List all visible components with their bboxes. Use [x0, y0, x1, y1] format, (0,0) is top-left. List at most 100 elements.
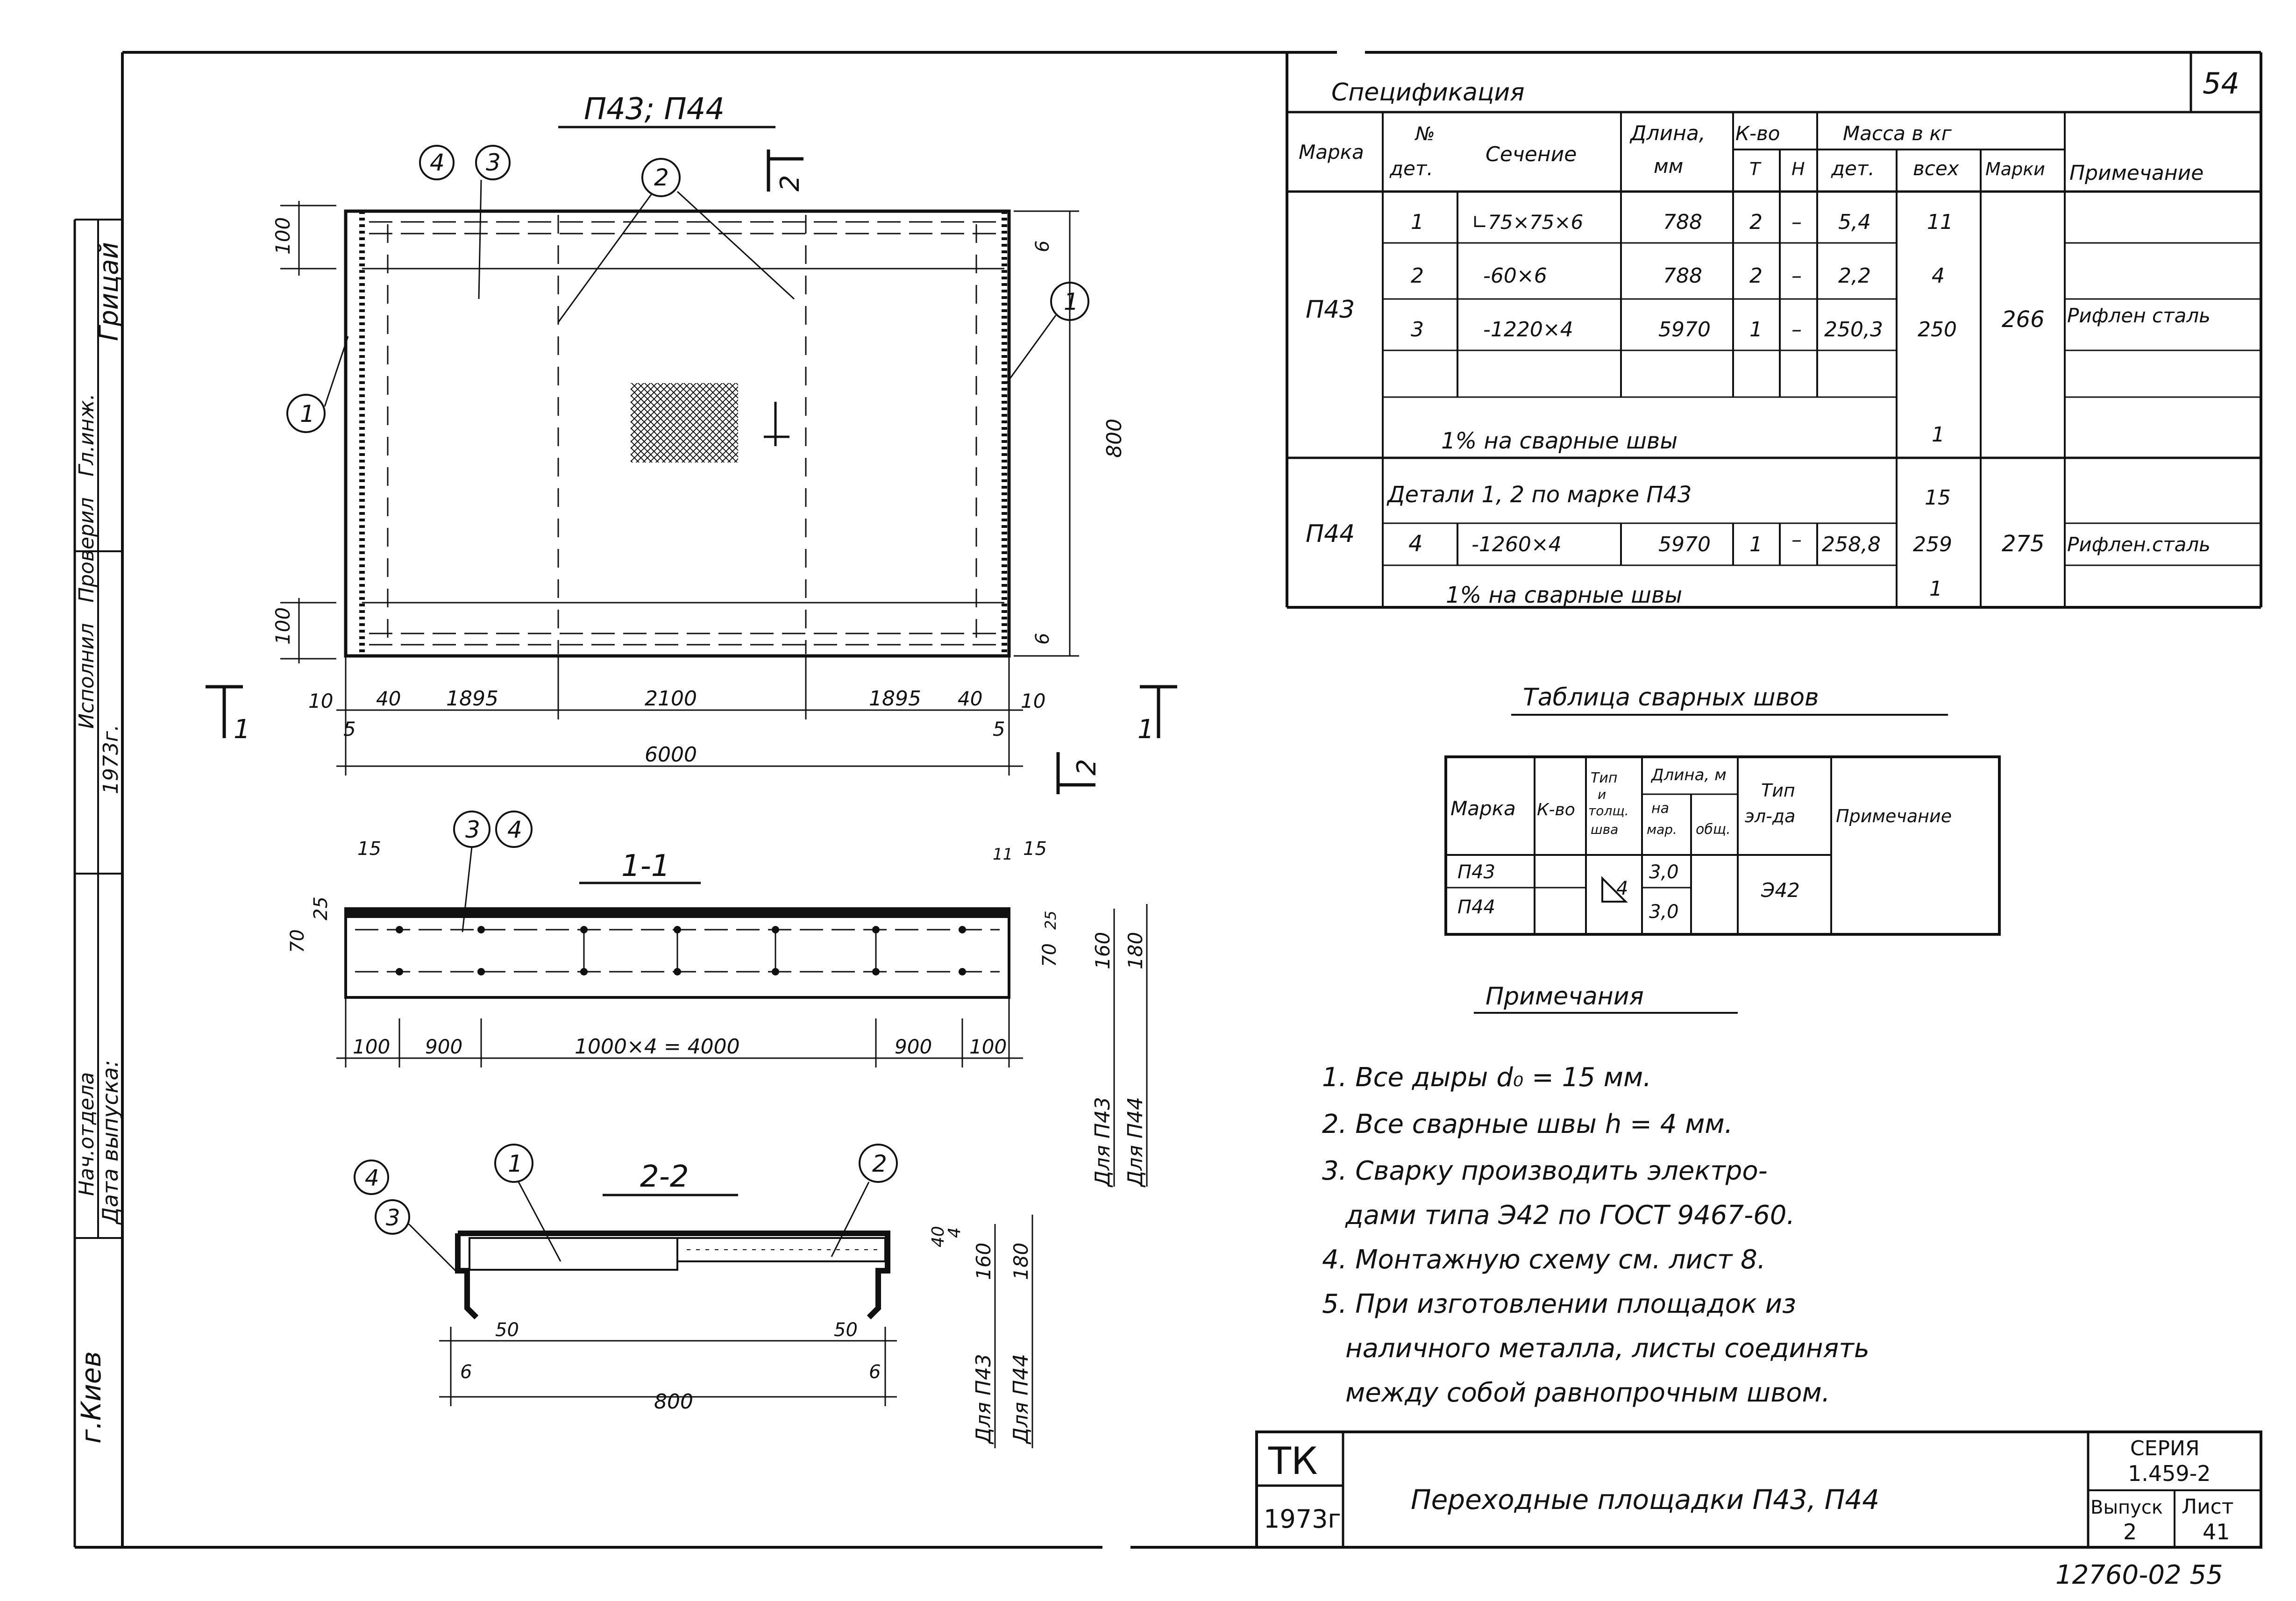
spec-p44-row-no: 4	[1408, 531, 1423, 557]
spec-row3-section: -1220×4	[1483, 318, 1573, 342]
note-5c: между собой равнопрочным швом.	[1345, 1378, 1830, 1408]
s22-dim-50r: 50	[834, 1319, 858, 1341]
s22-dim-160: 160	[972, 1243, 995, 1280]
s22-dim-180: 180	[1009, 1243, 1032, 1280]
spec-p44-note: Рифлен.сталь	[2067, 533, 2211, 556]
spec-p44-row-length: 5970	[1658, 533, 1711, 556]
s22-callout-1: 1	[508, 1150, 523, 1177]
s11-dim-25l: 25	[310, 897, 332, 920]
spec-p44-mark: П44	[1306, 520, 1355, 548]
s22-for-p43: Для П43	[972, 1354, 995, 1444]
weld-h-count: К-во	[1537, 800, 1575, 819]
weld-h-note: Примечание	[1836, 806, 1952, 826]
footer-number: 12760-02 55	[2055, 1560, 2223, 1590]
spec-p43-marki: 266	[2002, 306, 2045, 333]
s22-dim-4: 4	[945, 1227, 964, 1238]
strip-header-2: Проверил	[75, 497, 99, 603]
plan-dim-2100: 2100	[645, 687, 697, 711]
weld-h-mark: Марка	[1450, 797, 1516, 820]
section-mark-2-top: 2	[775, 175, 805, 192]
plan-dim-5l: 5	[343, 718, 356, 740]
plan-callout-1-right: 1	[1064, 288, 1079, 315]
spec-p43-mark: П43	[1306, 296, 1355, 324]
spec-row3-n: –	[1791, 318, 1802, 342]
spec-h-marki: Марки	[1985, 159, 2045, 179]
spec-p43-welds-mass: 1	[1932, 423, 1945, 447]
spec-h-det: дет.	[1831, 157, 1875, 180]
strip-header-4: Нач.отдела	[75, 1072, 99, 1196]
spec-row3-t: 1	[1749, 318, 1763, 342]
note-5b: наличного металла, листы соединять	[1345, 1333, 1869, 1364]
spec-h-all: всех	[1913, 157, 1960, 180]
weld-h-el1: Тип	[1761, 780, 1795, 801]
sheet-number: 54	[2203, 66, 2239, 100]
s11-for-p43: Для П43	[1091, 1097, 1115, 1188]
plan-title: П43; П44	[584, 92, 725, 127]
plan-dim-5r: 5	[993, 718, 1005, 740]
section-mark-2-bottom: 2	[1072, 759, 1102, 776]
spec-h-num1: №	[1415, 123, 1435, 145]
plan-dim-100t: 100	[271, 217, 294, 255]
note-1: 1. Все дыры d₀ = 15 мм.	[1322, 1062, 1651, 1093]
spec-row1-no: 1	[1411, 210, 1424, 234]
plan-dim-100b: 100	[271, 607, 294, 645]
strip-signature: Грицай	[94, 242, 124, 341]
plan-dim-40r: 40	[958, 687, 982, 710]
plan-dim-6b: 6	[1032, 633, 1053, 645]
s11-dim-100r: 100	[969, 1035, 1007, 1058]
s11-dim-15l: 15	[357, 838, 381, 860]
weld-h-type1: Тип	[1591, 770, 1617, 786]
section-2-2-title: 2-2	[640, 1160, 689, 1194]
strip-city: г.Киев	[75, 1351, 107, 1444]
s11-for-p44: Для П44	[1123, 1097, 1147, 1188]
specification-table: Спецификация 54 Марка № дет. Сечение Дли…	[1286, 52, 2261, 609]
section-1-1-title: 1-1	[621, 849, 670, 883]
weld-h-len: Длина, м	[1650, 766, 1727, 784]
spec-row1-n: –	[1791, 210, 1802, 234]
tb-issue-label: Выпуск	[2090, 1497, 2163, 1518]
tb-issue: 2	[2123, 1519, 2137, 1544]
spec-p44-marki: 275	[2002, 531, 2045, 557]
strip-header-1: Исполнил	[75, 623, 99, 729]
s11-dim-11: 11	[993, 845, 1013, 864]
spec-row1-section: ∟75×75×6	[1471, 211, 1583, 234]
spec-row2-length: 788	[1663, 264, 1702, 288]
s11-dim-160: 160	[1091, 932, 1114, 969]
weld-h-type3: толщ.	[1588, 803, 1629, 818]
spec-p44-details: Детали 1, 2 по марке П43	[1386, 482, 1692, 508]
plan-callout-3: 3	[486, 149, 501, 176]
spec-row2-mall: 4	[1932, 264, 1945, 288]
spec-p44-row-t: 1	[1749, 533, 1763, 556]
weld-len43: 3,0	[1649, 861, 1679, 883]
section-1-1: 1-1 15 15 11 70 25 70 25 100 900 1000×4 …	[287, 811, 1148, 1188]
weld-h-total: общ.	[1696, 821, 1731, 838]
spec-row2-t: 2	[1749, 264, 1763, 288]
plan-dim-800: 800	[1102, 419, 1126, 458]
spec-row1-length: 788	[1663, 210, 1702, 234]
tb-sheet-label: Лист	[2182, 1495, 2234, 1519]
spec-h-length1: Длина,	[1629, 121, 1706, 145]
spec-h-n: Н	[1791, 159, 1805, 179]
weld-p43: П43	[1457, 861, 1495, 883]
weld-electrode: Э42	[1761, 879, 1800, 902]
strip-header-3: Гл.инж.	[75, 393, 99, 477]
s11-callout-4: 4	[507, 816, 522, 843]
s11-dim-100l: 100	[353, 1035, 390, 1058]
s22-dim-6r: 6	[869, 1361, 881, 1383]
spec-row1-mdet: 5,4	[1838, 210, 1871, 234]
s11-dim-900r: 900	[895, 1035, 932, 1058]
s11-callout-3: 3	[465, 816, 480, 843]
bolt-holes	[396, 926, 966, 975]
spec-row2-mdet: 2,2	[1838, 264, 1871, 288]
tb-series-label: СЕРИЯ	[2130, 1437, 2200, 1460]
note-2: 2. Все сварные швы h = 4 мм.	[1322, 1109, 1733, 1139]
plan-dim-1895l: 1895	[446, 687, 498, 711]
plan-dim-6t: 6	[1032, 241, 1053, 252]
spec-row1-t: 2	[1749, 210, 1763, 234]
plan-dim-10r: 10	[1021, 690, 1045, 712]
tb-org: ТК	[1268, 1439, 1318, 1483]
spec-h-length2: мм	[1654, 155, 1683, 178]
s22-dim-800: 800	[654, 1390, 693, 1414]
spec-p44-row-section: -1260×4	[1471, 533, 1562, 556]
